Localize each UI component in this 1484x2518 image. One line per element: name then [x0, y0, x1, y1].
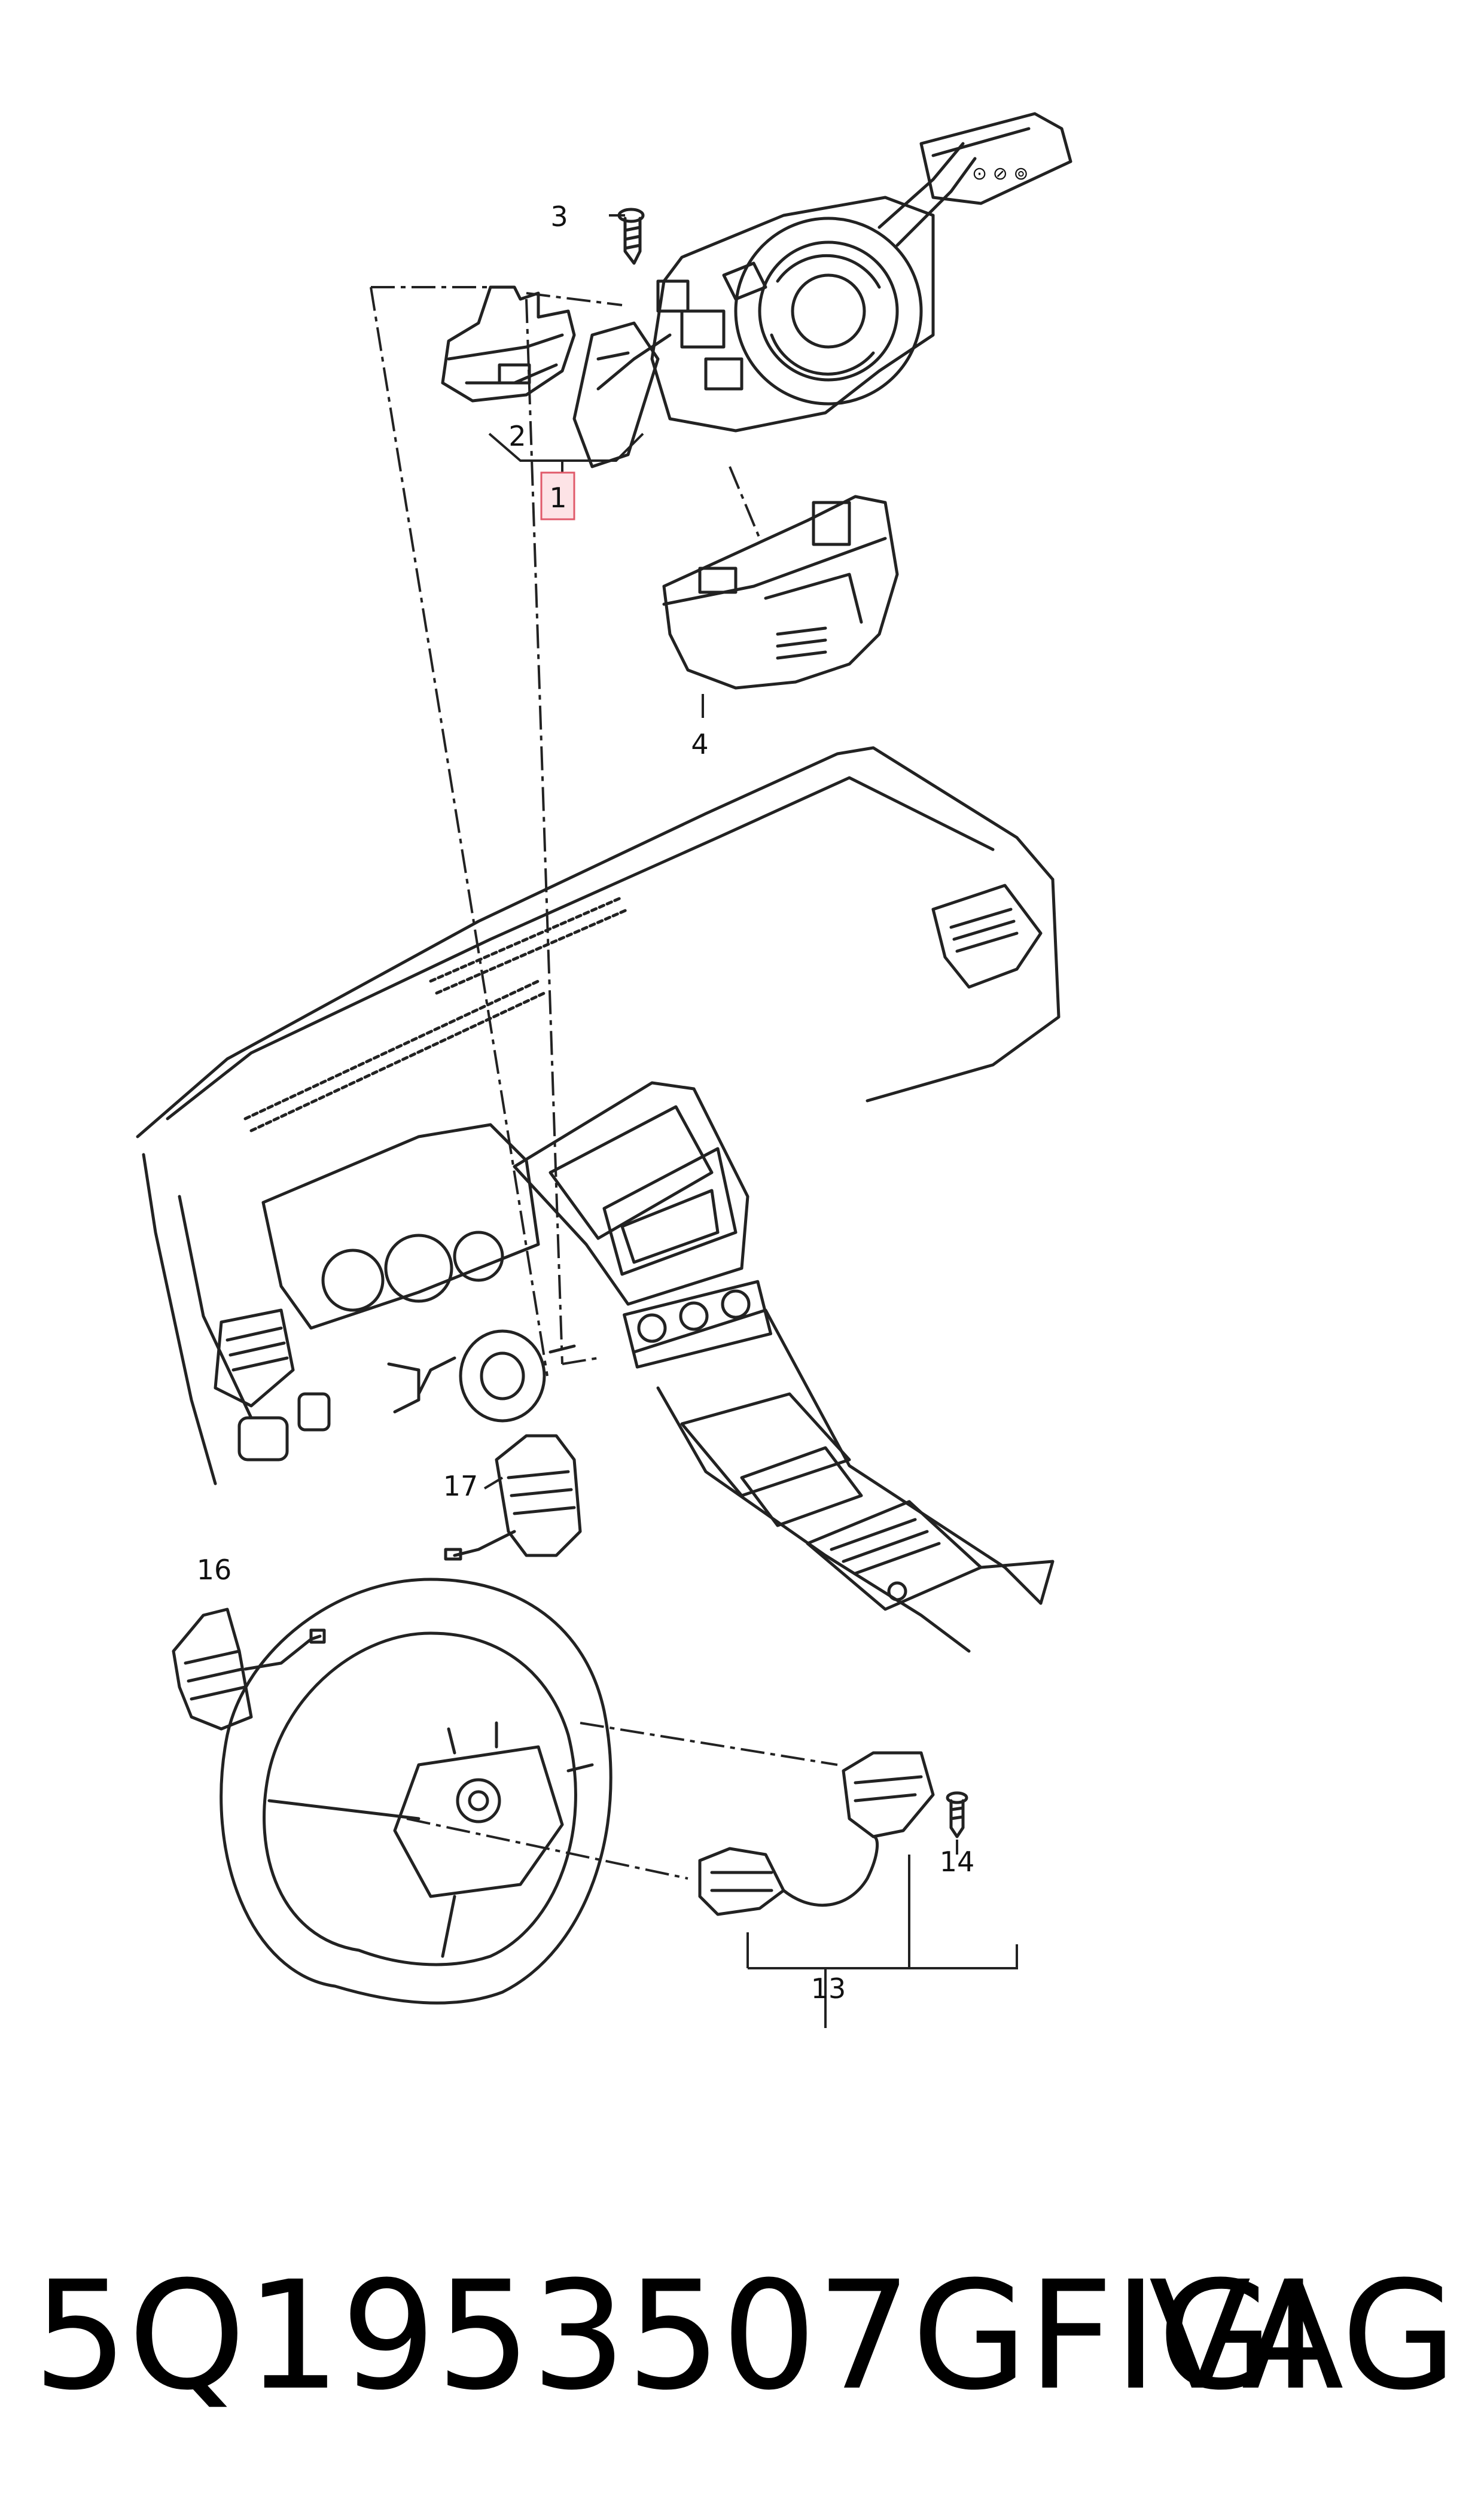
callout-brackets: [483, 214, 1018, 2028]
button-module-part-17: [444, 1434, 582, 1561]
exploded-parts-diagram: ⊙ ⊘ ⊚: [136, 112, 1072, 2028]
brand-text: VAG: [1148, 2249, 1457, 2423]
button-module-part-13: [698, 1751, 935, 1916]
column-trim-part-4: [662, 495, 899, 690]
callout-2: 2: [508, 420, 526, 452]
dashboard-illustration: [136, 746, 1061, 1653]
screw-part-14: [946, 1791, 968, 1838]
callout-13: 13: [811, 1972, 846, 2005]
callout-14: 14: [940, 1846, 975, 1878]
callout-1: 1: [549, 482, 566, 514]
control-unit-part-2: [441, 285, 576, 403]
callout-1-highlight: [540, 471, 575, 520]
screw-part-3: [617, 208, 645, 265]
assembly-leader-lines: [370, 286, 838, 1880]
svg-text:⊙ ⊘ ⊚: ⊙ ⊘ ⊚: [972, 163, 1028, 184]
callout-3: 3: [550, 200, 568, 233]
button-module-part-16: [172, 1607, 326, 1731]
part-number-text: 5Q1953507GFIGI: [33, 2249, 1318, 2423]
steering-wheel-illustration: [220, 1578, 613, 2005]
callout-16: 16: [197, 1554, 232, 1586]
steering-column-switch: ⊙ ⊘ ⊚: [572, 112, 1072, 468]
callout-4: 4: [691, 728, 708, 760]
callout-17: 17: [443, 1470, 479, 1502]
footer-caption: 5Q1953507GFIGI VAG: [0, 2225, 1484, 2477]
